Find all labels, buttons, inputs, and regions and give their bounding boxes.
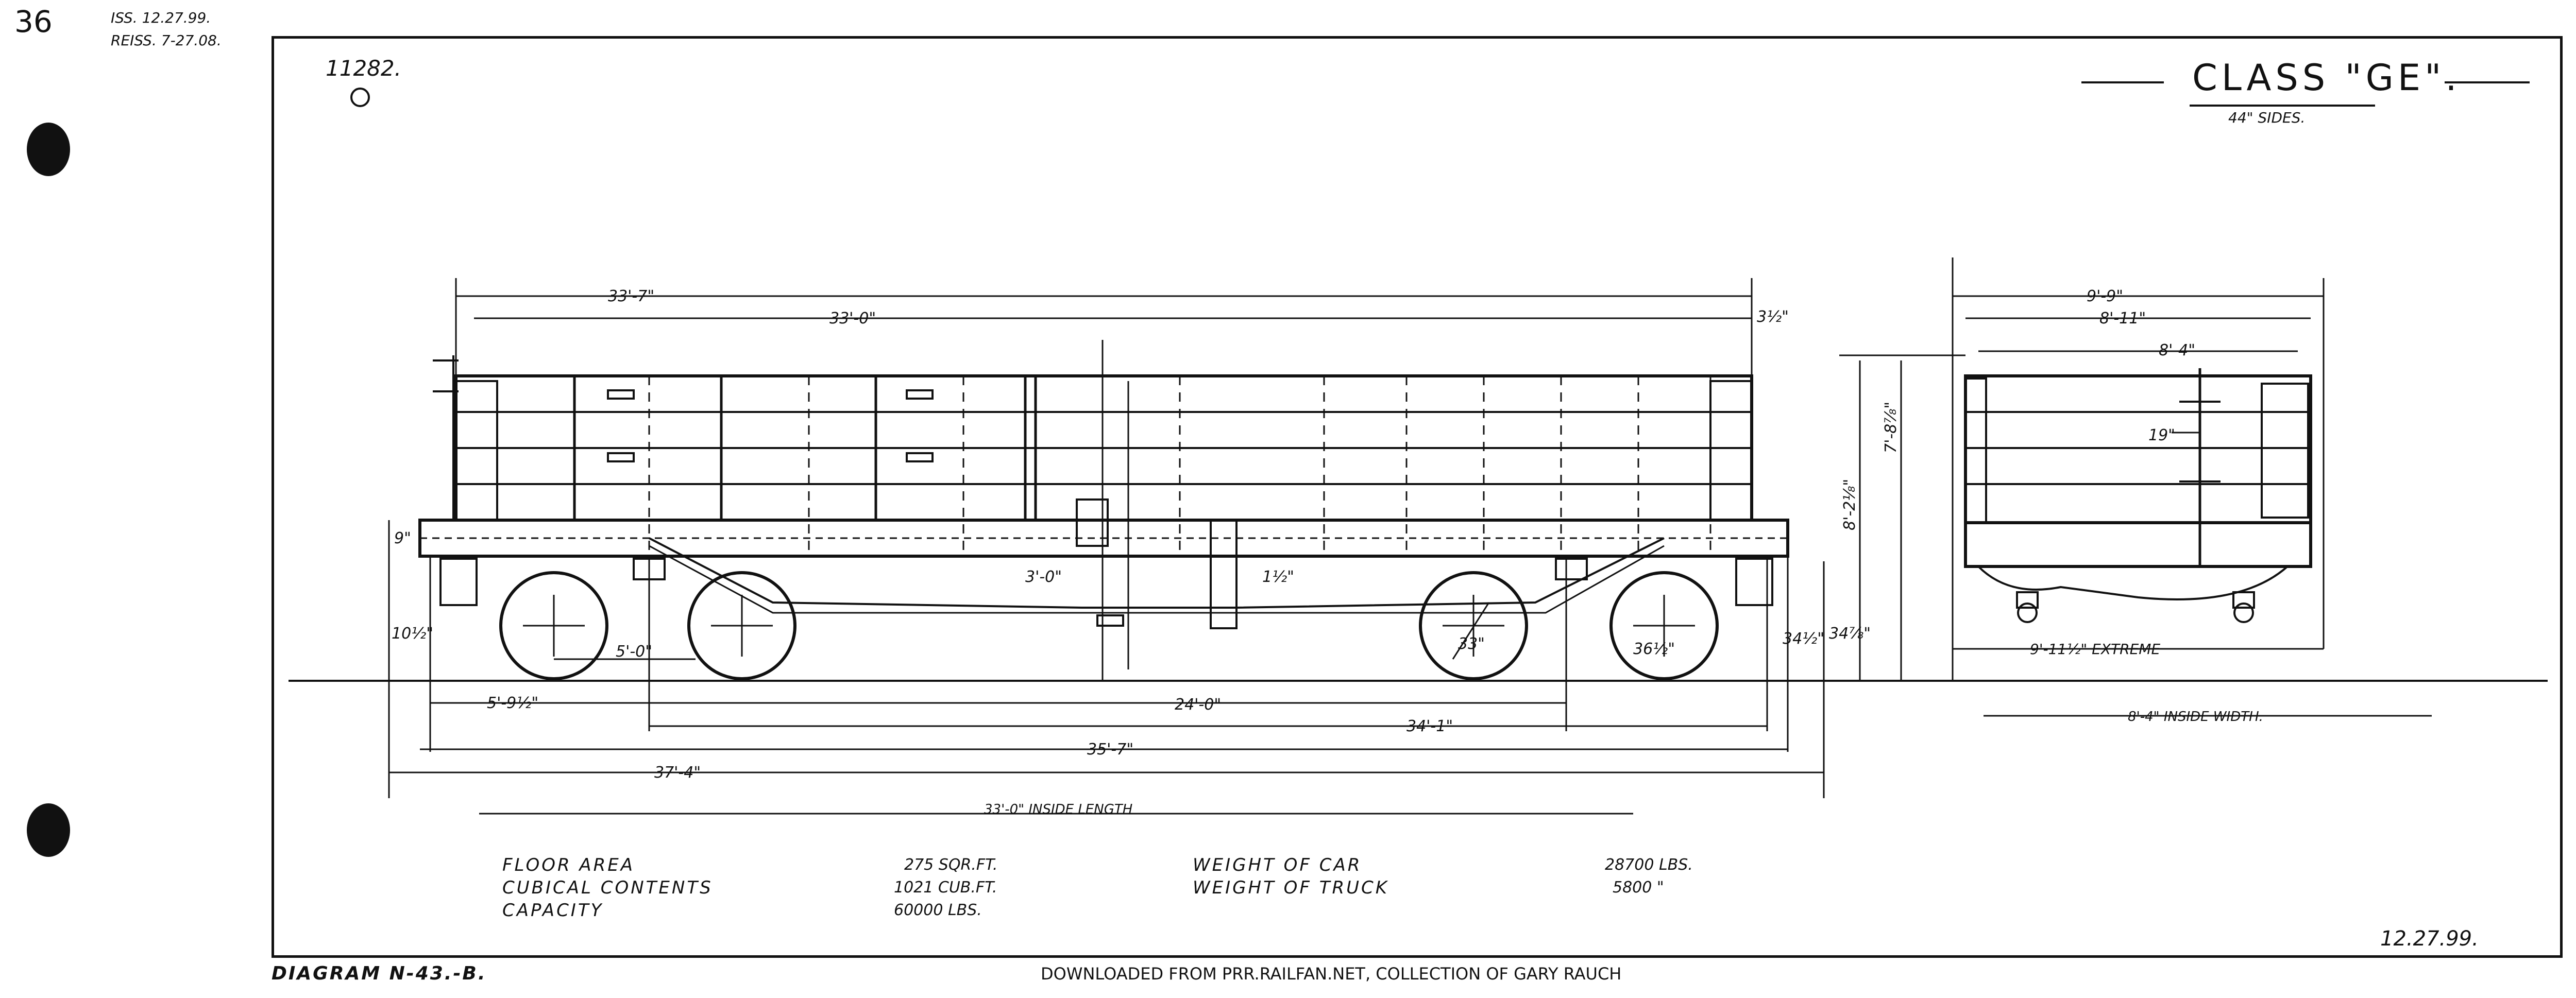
dim-over-couplers: 34'-1" [1406, 717, 1453, 735]
spec-label-cubical-contents: CUBICAL CONTENTS [502, 877, 713, 898]
dim-center-3-0: 3'-0" [1025, 568, 1062, 586]
spec-value-capacity: 60000 LBS. [894, 901, 982, 919]
dim-overall-length: 37'-4" [654, 764, 701, 782]
spec-label-weight-of-car: WEIGHT OF CAR [1193, 855, 1362, 875]
dim-body-top: 33'-0" [829, 309, 876, 328]
footer-credit: DOWNLOADED FROM PRR.RAILFAN.NET, COLLECT… [1041, 964, 1622, 984]
class-title: CLASS "GE". [2192, 57, 2461, 99]
dim-wheel-dia: 33" [1458, 635, 1485, 653]
dim-end-to-truck: 5'-9½" [487, 694, 538, 712]
date-stamp: 12.27.99. [2380, 927, 2479, 951]
spec-label-weight-of-truck: WEIGHT OF TRUCK [1193, 877, 1389, 898]
diagram-label: DIAGRAM N-43.-B. [272, 963, 487, 984]
dim-overall-top: 33'-7" [608, 287, 654, 305]
drawing-number: 11282. [326, 56, 401, 81]
dim-inside-width: 8'-4" INSIDE WIDTH. [2128, 709, 2263, 725]
dim-width-9-9: 9'-9" [2087, 287, 2123, 305]
dim-spacing-19: 19" [2148, 426, 2175, 444]
dim-inside-length: 33'-0" INSIDE LENGTH [984, 802, 1132, 817]
spec-value-floor-area: 275 SQR.FT. [904, 856, 998, 874]
binder-hole-bottom [27, 803, 70, 857]
class-subtitle: 44" SIDES. [2228, 109, 2306, 126]
spec-label-capacity: CAPACITY [502, 900, 604, 921]
issue-date: ISS. 12.27.99. [111, 9, 211, 26]
dim-post-1-half: 1½" [1262, 568, 1294, 586]
dim-side-9: 9" [394, 529, 411, 547]
dim-end-offset: 3½" [1757, 308, 1789, 326]
dim-height-34: 34½" [1783, 630, 1824, 648]
dim-height-34b: 34⅞" [1829, 625, 1871, 643]
spec-value-weight-of-car: 28700 LBS. [1605, 856, 1693, 874]
spec-label-floor-area: FLOOR AREA [502, 855, 635, 875]
drawing-frame [272, 36, 2563, 958]
drawing-number-circle [350, 88, 370, 107]
dim-height-8-2: 8'-2⅛" [1841, 479, 1859, 530]
reissue-date: REISS. 7-27.08. [111, 32, 222, 49]
dim-height-36: 36½" [1633, 640, 1675, 658]
dim-height-10: 10½" [392, 625, 433, 643]
dim-extreme-width: 9'-11½" EXTREME [2030, 641, 2160, 658]
spec-value-weight-of-truck: 5800 " [1613, 879, 1664, 897]
binder-hole-top [27, 123, 70, 176]
spec-value-cubical-contents: 1021 CUB.FT. [894, 879, 997, 897]
dim-wheelbase: 5'-0" [616, 643, 652, 661]
dim-height-7-8: 7'-8⅞" [1882, 402, 1900, 453]
dim-truck-centers: 24'-0" [1175, 696, 1221, 714]
dim-width-8-11: 8'-11" [2099, 309, 2146, 328]
sheet-number: 36 [14, 4, 53, 39]
dim-over-sills: 35'-7" [1087, 741, 1133, 759]
dim-width-8-4-top: 8'-4" [2159, 341, 2195, 359]
